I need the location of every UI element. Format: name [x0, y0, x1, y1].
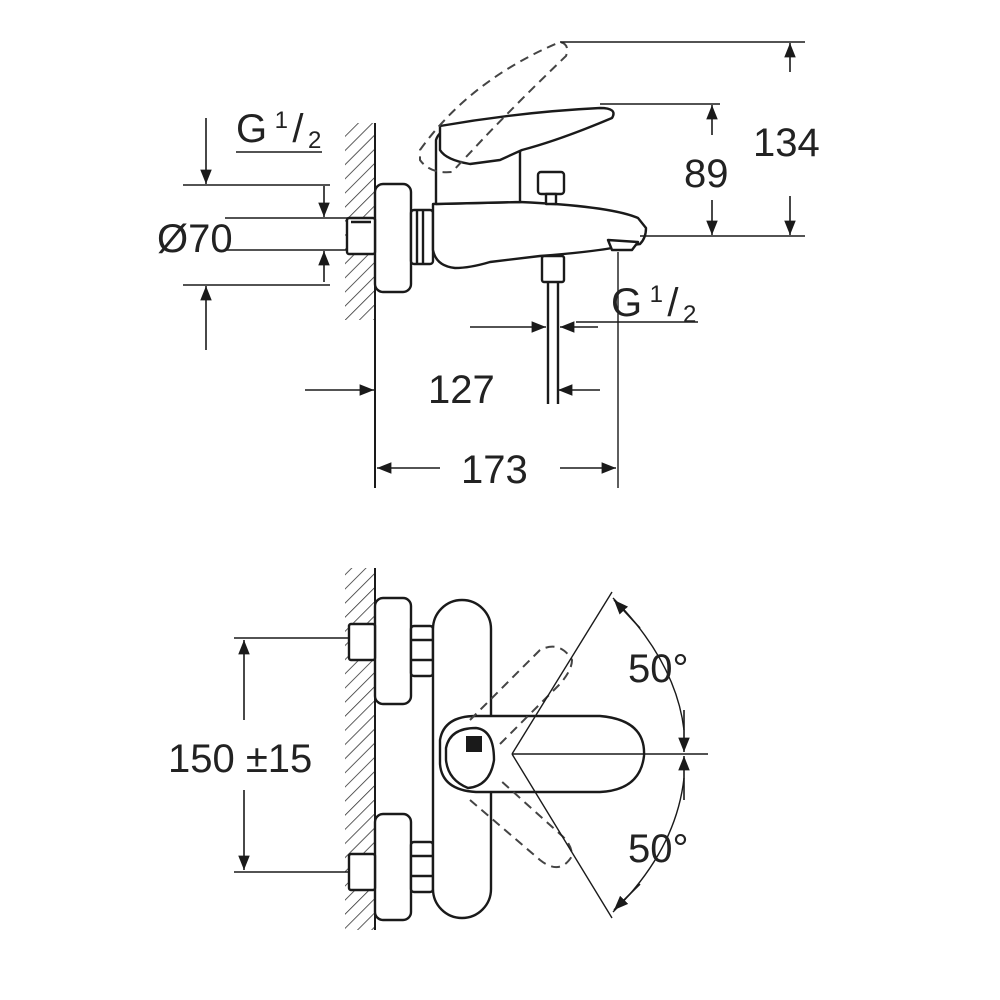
handle-alt-positions: [469, 645, 574, 868]
angle-down-label: 50°: [628, 827, 689, 871]
height-inner-label: 89: [684, 152, 729, 196]
height-outer-label: 134: [753, 121, 820, 165]
width-inner-label: 127: [428, 368, 495, 412]
lever-alt-position: [419, 40, 569, 174]
faucet-front: [347, 596, 646, 922]
extension-lines-top: [183, 41, 805, 488]
centre-distance-label: 150 ±15: [168, 737, 312, 781]
side-view: G 1 / 2 Ø70 89 134 G 1 / 2 127 173: [157, 40, 820, 492]
angle-up-label: 50°: [628, 647, 689, 691]
faucet-side: [345, 106, 648, 404]
wall-top: [345, 123, 376, 488]
centre-distance-lines: [234, 637, 348, 873]
dimension-arrows-top: [200, 43, 796, 474]
thread-bottom-label: G 1 / 2: [611, 281, 696, 328]
front-view: 150 ±15 50° 50°: [168, 568, 708, 930]
diameter-label: Ø70: [157, 217, 233, 261]
thread-left-label: G 1 / 2: [236, 107, 321, 154]
angle-arrows: [613, 599, 690, 911]
width-outer-label: 173: [461, 448, 528, 492]
